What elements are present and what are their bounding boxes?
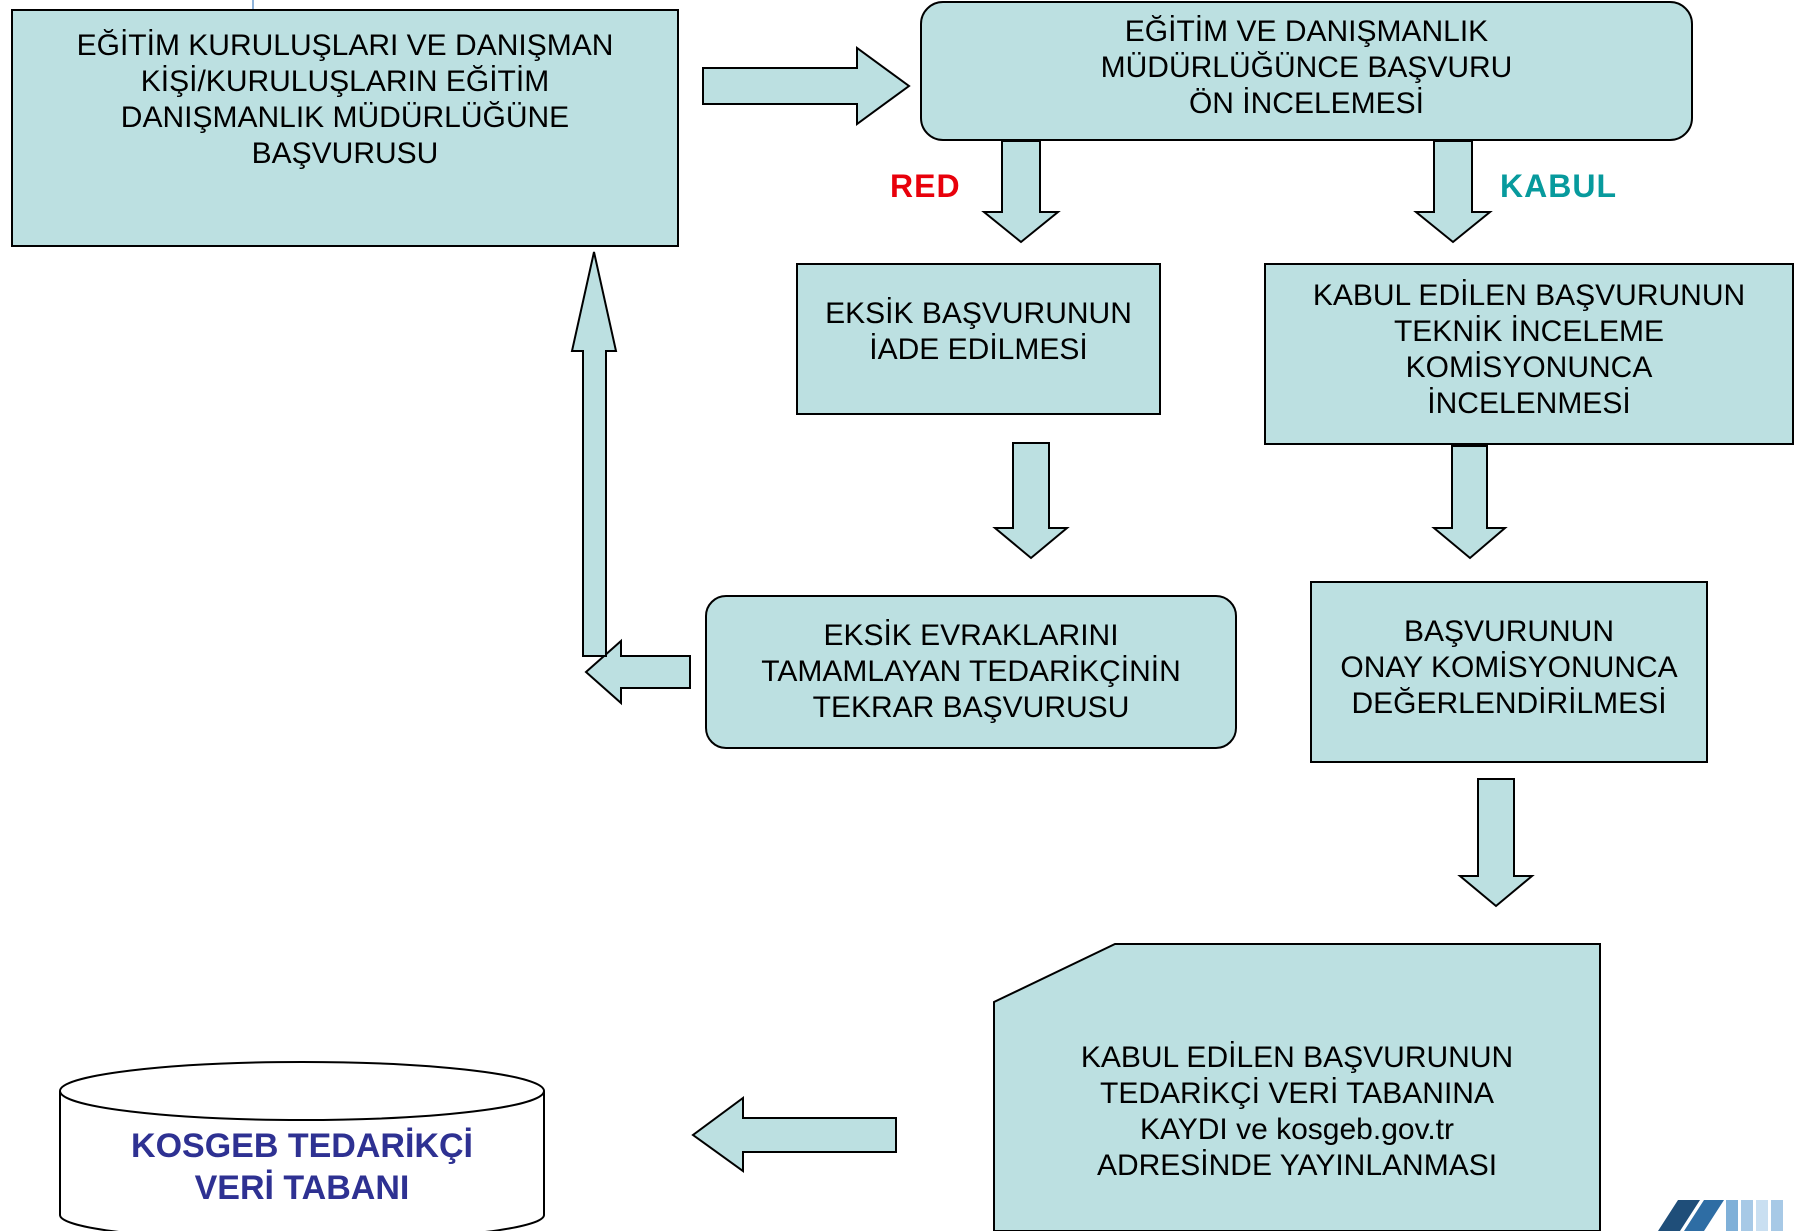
text-line: EKSİK BAŞVURUNUN: [825, 297, 1132, 330]
pre-review-box: [920, 1, 1693, 141]
arrow-down-accept-icon: [1413, 140, 1493, 244]
text-line: VERİ TABANI: [194, 1169, 410, 1207]
text-line: EĞİTİM KURULUŞLARI VE DANIŞMAN: [76, 29, 614, 62]
database-text: KOSGEB TEDARİKÇİ VERİ TABANI: [62, 1125, 542, 1209]
text-line: İADE EDİLMESİ: [869, 333, 1088, 366]
text-line: İNCELENMESİ: [1427, 387, 1631, 420]
application-box: [11, 9, 679, 247]
text-line: KOMİSYONUNCA: [1405, 351, 1653, 384]
approval-text: BAŞVURUNUN ONAY KOMİSYONUNCA DEĞERLENDİR…: [1313, 614, 1705, 734]
accept-label: KABUL: [1500, 168, 1617, 204]
text-line: ADRESİNDE YAYINLANMASI: [1096, 1149, 1498, 1182]
database-cylinder: [59, 1091, 545, 1231]
text-line: BAŞVURUSU: [251, 137, 439, 170]
arrow-up-icon: [570, 251, 618, 657]
technical-review-text: KABUL EDİLEN BAŞVURUNUN TEKNİK İNCELEME …: [1267, 278, 1791, 438]
text-line: TEKRAR BAŞVURUSU: [812, 691, 1130, 724]
arrow-down-approval-icon: [1457, 778, 1535, 908]
text-line: KOSGEB TEDARİKÇİ: [131, 1127, 473, 1165]
arrow-right-icon: [702, 46, 911, 126]
text-line: TEKNİK İNCELEME: [1393, 315, 1665, 348]
return-incomplete-text: EKSİK BAŞVURUNUN İADE EDİLMESİ: [799, 296, 1158, 376]
corner-logo-icon: [1658, 1200, 1783, 1231]
text-line: ONAY KOMİSYONUNCA: [1340, 651, 1678, 684]
application-text: EĞİTİM KURULUŞLARI VE DANIŞMAN KİŞİ/KURU…: [14, 28, 676, 188]
text-line: BAŞVURUNUN: [1403, 615, 1615, 648]
text-line: EĞİTİM VE DANIŞMANLIK: [1124, 15, 1489, 48]
pre-review-text: EĞİTİM VE DANIŞMANLIK MÜDÜRLÜĞÜNCE BAŞVU…: [923, 14, 1690, 130]
arrow-down-reject-icon: [981, 140, 1061, 244]
database-top: [59, 1061, 545, 1121]
text-line: DEĞERLENDİRİLMESİ: [1351, 687, 1667, 720]
resubmission-box: [705, 595, 1237, 749]
text-line: KAYDI ve kosgeb.gov.tr: [1139, 1113, 1455, 1146]
text-line: TAMAMLAYAN TEDARİKÇİNİN: [761, 655, 1181, 688]
text-line: MÜDÜRLÜĞÜNCE BAŞVURU: [1100, 51, 1513, 84]
registration-text: KABUL EDİLEN BAŞVURUNUN TEDARİKÇİ VERİ T…: [996, 1040, 1598, 1200]
text-line: KİŞİ/KURULUŞLARIN EĞİTİM: [140, 65, 550, 98]
text-line: KABUL EDİLEN BAŞVURUNUN: [1312, 279, 1746, 312]
technical-review-box: [1264, 263, 1794, 445]
reject-label: RED: [890, 168, 961, 204]
arrow-left-database-icon: [691, 1096, 897, 1173]
arrow-down-return-icon: [992, 442, 1070, 560]
text-line: EKSİK EVRAKLARINI: [823, 619, 1119, 652]
arrow-down-technical-icon: [1431, 445, 1508, 560]
registration-box: [993, 943, 1601, 1231]
text-line: DANIŞMANLIK MÜDÜRLÜĞÜNE: [120, 101, 570, 134]
text-line: ÖN İNCELEMESİ: [1188, 87, 1425, 120]
text-line: KABUL EDİLEN BAŞVURUNUN: [1080, 1041, 1514, 1074]
arrow-left-resubmit-icon: [584, 638, 691, 706]
approval-box: [1310, 581, 1708, 763]
resubmission-text: EKSİK EVRAKLARINI TAMAMLAYAN TEDARİKÇİNİ…: [708, 598, 1234, 746]
return-incomplete-box: [796, 263, 1161, 415]
text-line: TEDARİKÇİ VERİ TABANINA: [1100, 1077, 1494, 1110]
